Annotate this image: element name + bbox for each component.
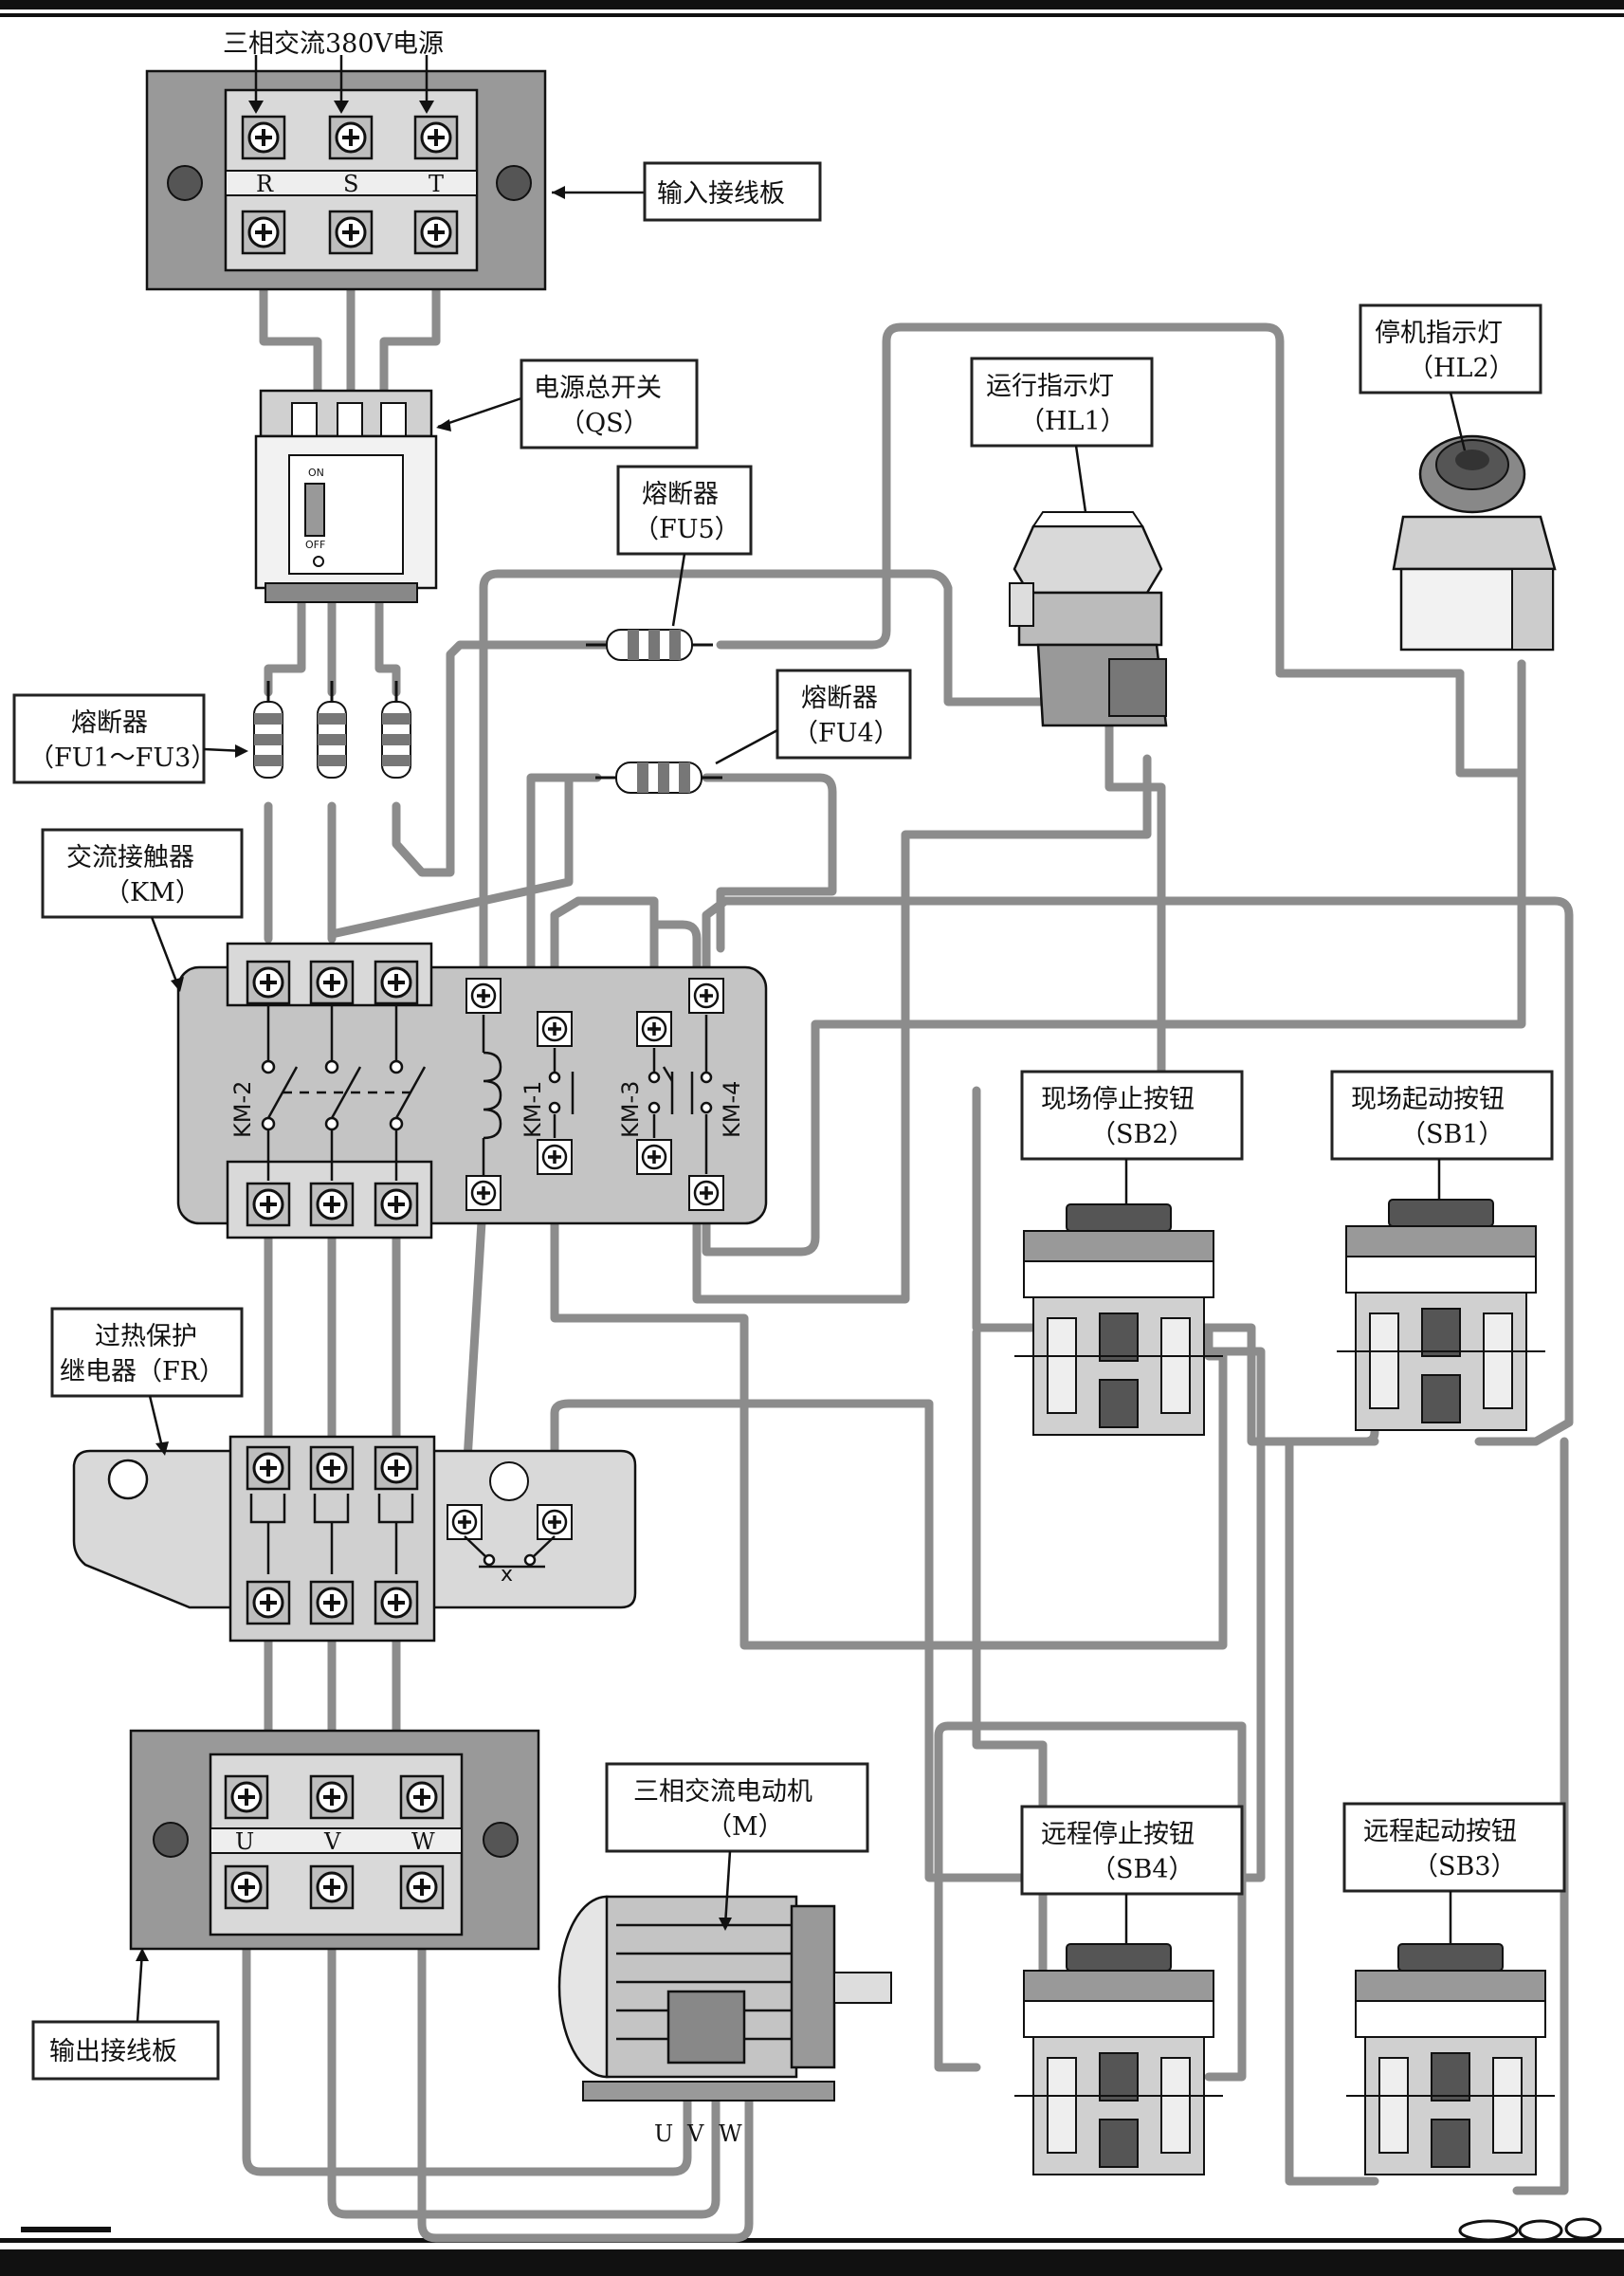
input-terminal-label: 输入接线板 — [657, 179, 785, 209]
push-button-sb1 — [1336, 1199, 1546, 1431]
stop-indicator-lamp-hl2 — [1392, 434, 1557, 652]
km-2-label: KM-2 — [229, 1081, 256, 1138]
contactor-km: KM-2 KM-1 KM-3 KM-4 — [176, 942, 768, 1239]
main-switch-label-box — [520, 358, 699, 450]
terminal-s-label: S — [343, 171, 358, 197]
fuse-fu4-code: （FU4） — [793, 719, 900, 748]
input-terminal-label-box — [643, 161, 822, 222]
run-lamp-code: （HL1） — [1019, 407, 1126, 436]
stop-lamp-code: （HL2） — [1408, 354, 1515, 383]
overheat-relay-fr: x — [72, 1435, 637, 1643]
motor-code: （M） — [706, 1812, 784, 1842]
power-source-label: 三相交流380V电源 — [223, 29, 444, 59]
sb2-label-box — [1020, 1070, 1244, 1161]
km-4-label: KM-4 — [719, 1081, 745, 1138]
fuses-fu1-fu3-label-box — [12, 693, 206, 784]
output-terminal-board: U V W — [129, 1729, 540, 1951]
push-button-sb3 — [1345, 1943, 1556, 2175]
terminal-u-label: U — [235, 1828, 254, 1855]
motor-terminal-v: V — [686, 2120, 704, 2147]
km-3-label: KM-3 — [617, 1081, 644, 1138]
three-phase-motor: U V W — [557, 1895, 892, 2147]
sb1-label-box — [1330, 1070, 1554, 1161]
fuses-fu1-fu3-code: （FU1～FU3） — [28, 743, 216, 773]
run-indicator-lamp-hl1 — [1009, 511, 1168, 727]
motor-label: 三相交流电动机 — [633, 1777, 812, 1807]
fuse-fu5-label-box — [616, 465, 753, 556]
terminal-w-label: W — [411, 1828, 435, 1855]
main-switch-qs: ON OFF — [254, 389, 438, 603]
sb1-code: （SB1） — [1400, 1120, 1505, 1149]
terminal-r-label: R — [256, 171, 274, 197]
sb3-label-box — [1342, 1802, 1566, 1893]
fuse-fu5-label: 熔断器 — [642, 480, 719, 509]
fuse-fu4-label-box — [776, 669, 912, 760]
contactor-label-box — [41, 828, 244, 919]
terminal-v-label: V — [323, 1828, 341, 1855]
relay-label-box — [50, 1307, 244, 1398]
top-border — [0, 0, 1624, 9]
bottom-border — [0, 2238, 1624, 2243]
stop-lamp-label: 停机指示灯 — [1375, 319, 1503, 348]
terminal-t-label: T — [429, 171, 444, 197]
relay-label: 过热保护 — [95, 1322, 197, 1351]
relay-contact-mark: x — [501, 1563, 513, 1587]
fuse-fu4 — [593, 761, 724, 795]
motor-terminal-u: U — [654, 2120, 673, 2147]
fuse-fu5-code: （FU5） — [633, 515, 740, 544]
fuses-fu1-fu3-label: 熔断器 — [71, 708, 148, 738]
sb2-label: 现场停止按钮 — [1041, 1085, 1195, 1114]
contactor-code: （KM） — [104, 878, 201, 908]
output-terminal-label-box — [31, 2020, 220, 2081]
fuse-fu4-label: 熔断器 — [801, 684, 878, 713]
sb1-label: 现场起动按钮 — [1351, 1085, 1505, 1114]
motor-label-box — [605, 1762, 869, 1853]
sb3-code: （SB3） — [1413, 1852, 1517, 1881]
km-1-label: KM-1 — [520, 1081, 546, 1138]
output-terminal-label: 输出接线板 — [49, 2037, 177, 2066]
sb4-label: 远程停止按钮 — [1041, 1820, 1195, 1849]
run-lamp-label: 运行指示灯 — [986, 372, 1114, 401]
main-switch-label: 电源总开关 — [534, 374, 662, 403]
sb4-code: （SB4） — [1090, 1855, 1195, 1884]
relay-code: 继电器（FR） — [60, 1357, 225, 1386]
contactor-label: 交流接触器 — [66, 843, 194, 872]
switch-on-mark: ON — [308, 467, 324, 479]
sb3-label: 远程起动按钮 — [1363, 1817, 1517, 1846]
switch-off-mark: OFF — [305, 539, 325, 551]
sb4-label-box — [1020, 1805, 1244, 1896]
fuse-fu5 — [584, 628, 715, 662]
input-terminal-board: R S T — [145, 55, 547, 291]
run-lamp-label-box — [970, 357, 1154, 448]
sb2-code: （SB2） — [1090, 1120, 1195, 1149]
push-button-sb4 — [1013, 1943, 1224, 2175]
page-corner-mark — [1458, 2217, 1602, 2242]
fuses-fu1-fu3 — [252, 679, 412, 780]
push-button-sb2 — [1013, 1203, 1224, 1436]
main-switch-code: （QS） — [559, 409, 649, 438]
motor-terminal-w: W — [719, 2120, 742, 2147]
